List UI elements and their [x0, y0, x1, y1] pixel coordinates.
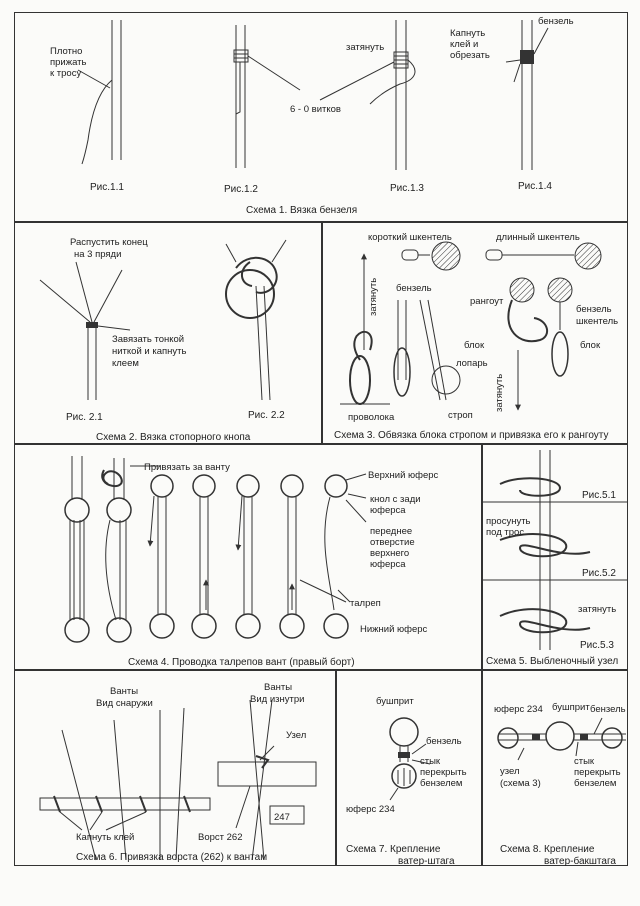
scheme5-caption: Схема 5. Выбленочный узел: [486, 655, 618, 667]
s3-block-mid: блок: [464, 340, 485, 351]
s1-fig4-seizing: бензель: [538, 16, 574, 27]
s7-seizing: бензель: [426, 736, 462, 747]
s2-tie-l2: клеем: [112, 358, 139, 369]
scheme1-caption: Схема 1. Вязка бензеля: [246, 204, 357, 216]
s2-tie-l1: ниткой и капнуть: [112, 346, 186, 357]
scheme2-caption: Схема 2. Вязка стопорного кнопа: [96, 432, 251, 443]
s7-joint-l2: бензелем: [420, 778, 462, 789]
scheme6-drawing: [39, 699, 317, 861]
s3-seizing-left: бензель: [396, 283, 432, 294]
s1-fig1-note-l0: Плотно: [50, 46, 82, 57]
s3-block-right: блок: [580, 340, 601, 351]
scheme5-panel: [482, 444, 628, 670]
s4-front-l0: переднее: [370, 526, 412, 537]
s7-joint-l1: перекрыть: [420, 767, 467, 778]
s6-ratline: Ворст 262: [198, 832, 243, 843]
scheme4-caption: Схема 4. Проводка талрепов вант (правый …: [128, 656, 355, 668]
s5-fig1-label: Рис.5.1: [582, 490, 616, 501]
s3-long-pendant: длинный шкентель: [496, 232, 580, 243]
s8-knot-l1: (схема 3): [500, 778, 541, 789]
scheme7-panel: [336, 670, 482, 866]
s3-tighten-left: затянуть: [368, 278, 379, 316]
s1-fig4-glue-l2: обрезать: [450, 50, 490, 61]
s1-fig3-turns: 6 - 0 витков: [290, 104, 341, 115]
s2-tie-l0: Завязать тонкой: [112, 334, 184, 345]
s8-joint-l2: бензелем: [574, 778, 616, 789]
s8-seizing: бензель: [590, 704, 626, 715]
scheme8-panel: [482, 670, 628, 866]
s8-bowsprit: бушприт: [552, 702, 590, 713]
s3-wire: проволока: [348, 412, 395, 423]
scheme4-drawing: [64, 456, 367, 643]
s4-upper-deadeye: Верхний юферс: [368, 470, 439, 481]
s2-unravel-l1: на 3 пряди: [74, 249, 121, 260]
s1-fig3-label: Рис.1.3: [390, 183, 424, 194]
scheme3-drawing: [340, 241, 602, 411]
s3-strop: строп: [448, 410, 473, 421]
s4-tie-to-shroud: Привязать за ванту: [144, 462, 230, 473]
s8-knot-l0: узел: [500, 766, 520, 777]
s4-lower-deadeye: Нижний юферс: [360, 624, 428, 635]
s1-fig3-tighten: затянуть: [346, 42, 384, 53]
s5-fig2-label: Рис.5.2: [582, 568, 616, 579]
s1-fig1-note-l1: прижать: [50, 57, 87, 68]
s5-push-l0: просунуть: [486, 516, 531, 527]
s6-outside-l0: Ванты: [110, 686, 138, 697]
s1-fig2-label: Рис.1.2: [224, 184, 258, 195]
s3-short-pendant: короткий шкентель: [368, 232, 452, 243]
scheme2-panel: [14, 222, 322, 444]
s4-front-l3: юферса: [370, 559, 406, 570]
s5-push-l1: под трос: [486, 527, 524, 538]
scheme2-drawing: [39, 239, 287, 401]
scheme5-drawing: [482, 450, 628, 650]
s8-caption-l0: Схема 8. Крепление: [500, 844, 595, 855]
s1-fig4-glue-l1: клей и: [450, 39, 478, 50]
s3-seizing-right: бензель: [576, 304, 612, 315]
s2-unravel-l0: Распустить конец: [70, 237, 148, 248]
s8-joint-l0: стык: [574, 756, 595, 767]
s5-fig3-label: Рис.5.3: [580, 640, 614, 651]
scheme6-panel: [14, 670, 336, 866]
s3-tighten-right: затянуть: [494, 374, 505, 412]
s6-inside-l1: Вид изнутри: [250, 694, 304, 705]
scheme1-drawing: [77, 20, 549, 170]
s8-joint-l1: перекрыть: [574, 767, 621, 778]
s2-fig1-label: Рис. 2.1: [66, 412, 103, 423]
s1-fig4-label: Рис.1.4: [518, 181, 552, 192]
s4-knot-l0: кнол с зади: [370, 494, 421, 505]
page-number: 247: [274, 812, 290, 823]
s6-knot: Узел: [286, 730, 306, 741]
s3-spar: рангоут: [470, 296, 504, 307]
s5-tighten: затянуть: [578, 604, 616, 615]
s8-caption-l1: ватер-бакштага: [544, 855, 616, 867]
s7-bowsprit: бушприт: [376, 696, 414, 707]
s7-deadeye: юферс 234: [346, 804, 395, 815]
s7-caption-l1: ватер-штага: [398, 856, 455, 867]
s8-deadeye: юферс 234: [494, 704, 543, 715]
s2-fig2-label: Рис. 2.2: [248, 410, 285, 421]
scheme7-drawing: [389, 717, 431, 801]
s7-joint-l0: стык: [420, 756, 441, 767]
s6-outside-l1: Вид снаружи: [96, 698, 153, 709]
s4-front-l1: отверстие: [370, 537, 415, 548]
s4-knot-l1: юферса: [370, 505, 406, 516]
scheme3-panel: [322, 222, 628, 444]
s1-fig1-note-l2: к тросу: [50, 68, 81, 79]
s4-front-l2: верхнего: [370, 548, 409, 559]
scheme6-caption: Схема 6. Привязка ворста (262) к вантам: [76, 852, 267, 863]
scheme8-drawing: [497, 717, 626, 761]
s1-fig1-label: Рис.1.1: [90, 182, 124, 193]
scheme4-panel: [14, 444, 482, 670]
scheme3-caption: Схема 3. Обвязка блока стропом и привязк…: [334, 429, 608, 441]
s3-pendant-right: шкентель: [576, 316, 618, 327]
s3-fall: лопарь: [456, 358, 488, 369]
s1-fig4-glue-l0: Капнуть: [450, 28, 485, 39]
s7-caption-l0: Схема 7. Крепление: [346, 844, 441, 855]
s4-lanyard: талреп: [350, 598, 381, 609]
s6-glue: Капнуть клей: [76, 832, 134, 843]
scheme1-panel: [14, 12, 628, 222]
s6-inside-l0: Ванты: [264, 682, 292, 693]
